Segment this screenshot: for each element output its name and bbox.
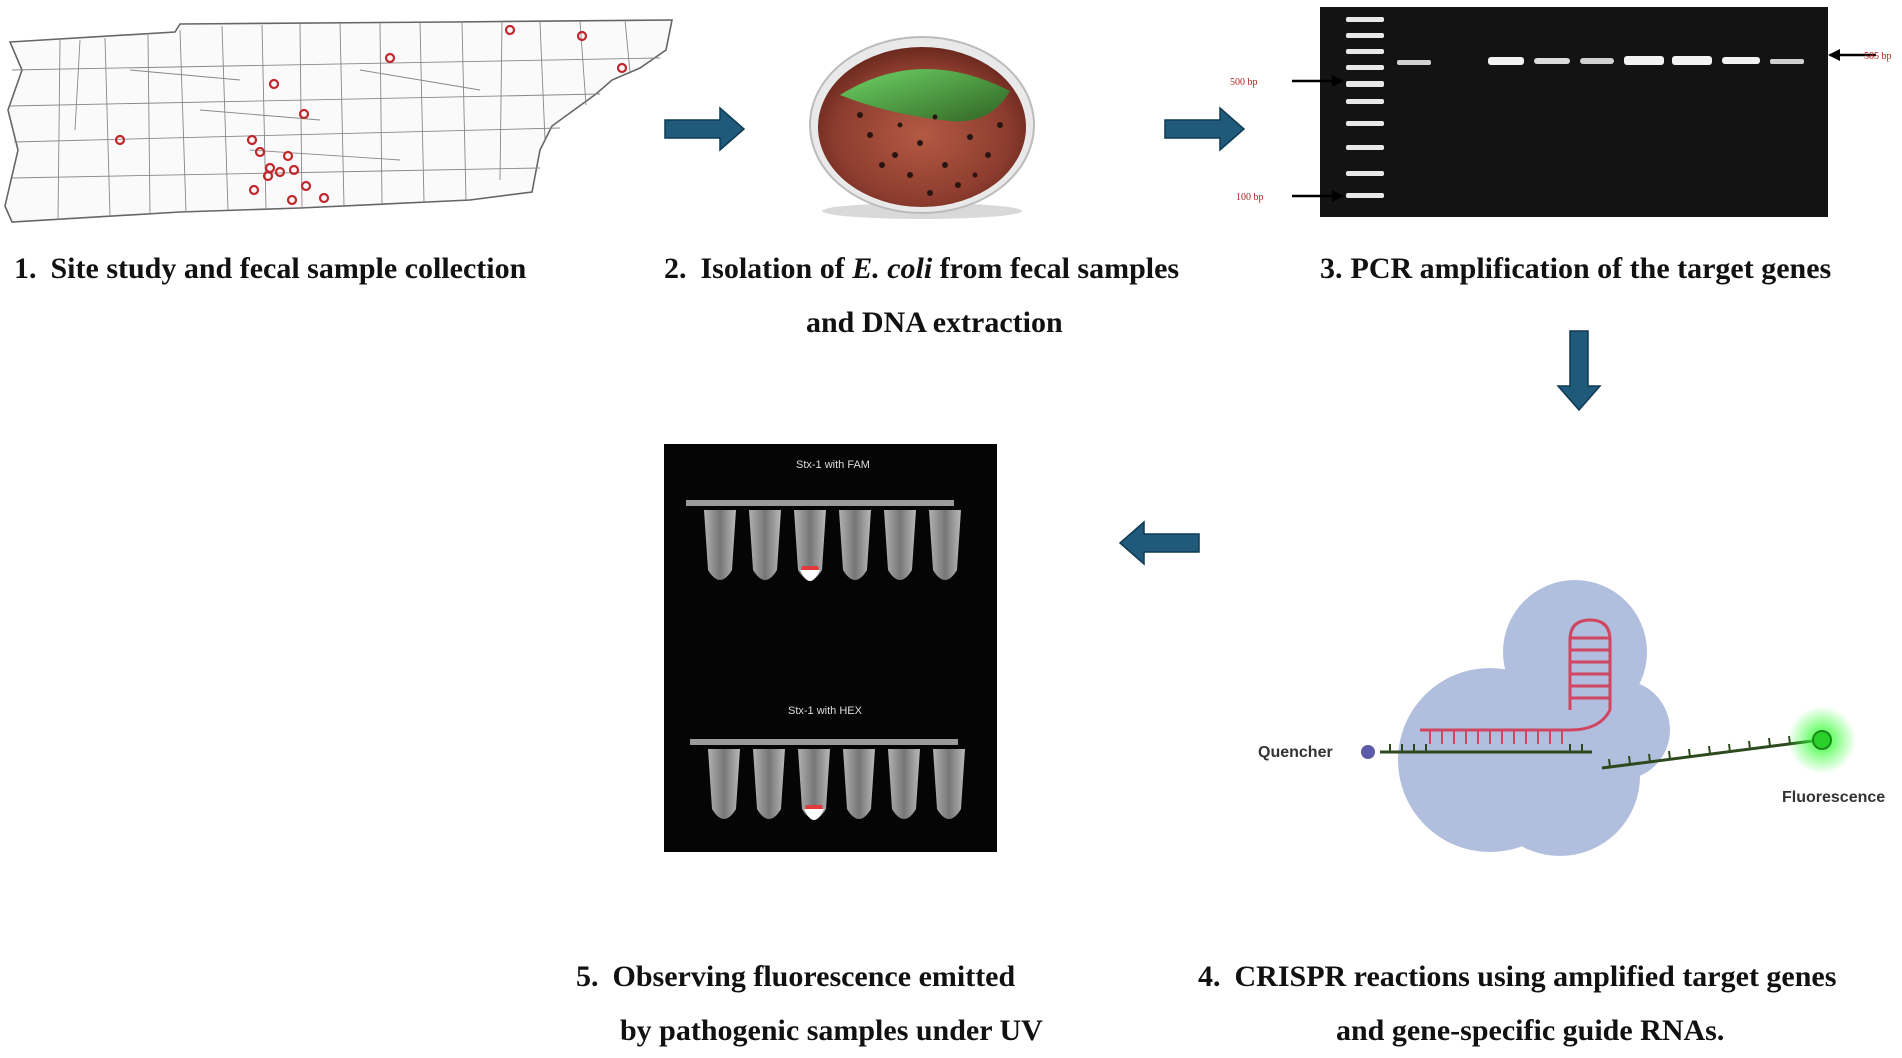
arrow-down-icon	[1556, 330, 1602, 412]
step-5-caption: 5. Observing fluorescence emitted by path…	[576, 950, 1043, 1058]
step-2-organism: E. coli	[852, 252, 933, 285]
pcr-gel-image: 500 bp 100 bp 585 bp	[1210, 5, 1902, 220]
step-1-caption: 1. Site study and fecal sample collection	[14, 242, 526, 296]
tubes-svg: Stx-1 with FAM Stx-1 with HEX	[686, 459, 965, 820]
uv-tubes-image: Stx-1 with FAM Stx-1 with HEX	[664, 444, 997, 852]
step-2-text-after: from fecal samples	[932, 252, 1180, 285]
step-2-caption: 2. Isolation of E. coli from fecal sample…	[664, 242, 1179, 350]
step-3-caption: 3.PCR amplification of the target genes	[1320, 242, 1831, 296]
step-2-line2: and DNA extraction	[806, 306, 1063, 339]
step-4-line1: CRISPR reactions using amplified target …	[1234, 960, 1837, 993]
arrow-right-icon	[1164, 106, 1246, 152]
map-svg	[4, 19, 673, 223]
step-3-number: 3.	[1320, 252, 1343, 285]
gel-label-585: 585 bp	[1864, 51, 1892, 62]
tennessee-county-map	[0, 10, 680, 225]
gel-label-100: 100 bp	[1236, 192, 1264, 203]
arrow-right-icon	[664, 106, 746, 152]
petri-dish-svg	[809, 36, 1035, 219]
step-4-number: 4.	[1198, 960, 1221, 993]
step-2-number: 2.	[664, 252, 687, 285]
fluorescence-label: Fluorescence	[1782, 789, 1885, 806]
tubes-top-label: Stx-1 with FAM	[796, 459, 870, 471]
step-2-text-before: Isolation of	[700, 252, 853, 285]
crispr-svg: Quencher Fluorescence	[1258, 580, 1885, 856]
quencher-label: Quencher	[1258, 744, 1333, 761]
step-1-number: 1.	[14, 252, 37, 285]
step-1-text: Site study and fecal sample collection	[50, 252, 527, 285]
step-5-line2: by pathogenic samples under UV	[620, 1014, 1043, 1047]
step-4-caption: 4. CRISPR reactions using amplified targe…	[1198, 950, 1836, 1058]
step-5-line1: Observing fluorescence emitted	[612, 960, 1016, 993]
crispr-cas-diagram: Quencher Fluorescence	[1240, 580, 1902, 870]
step-3-text: PCR amplification of the target genes	[1350, 252, 1832, 285]
gel-svg: 500 bp 100 bp 585 bp	[1230, 7, 1892, 217]
petri-dish-image	[800, 25, 1045, 225]
arrow-left-icon	[1118, 520, 1200, 566]
gel-label-500: 500 bp	[1230, 77, 1258, 88]
step-4-line2: and gene-specific guide RNAs.	[1336, 1014, 1725, 1047]
step-5-number: 5.	[576, 960, 599, 993]
tubes-bottom-label: Stx-1 with HEX	[788, 705, 863, 717]
